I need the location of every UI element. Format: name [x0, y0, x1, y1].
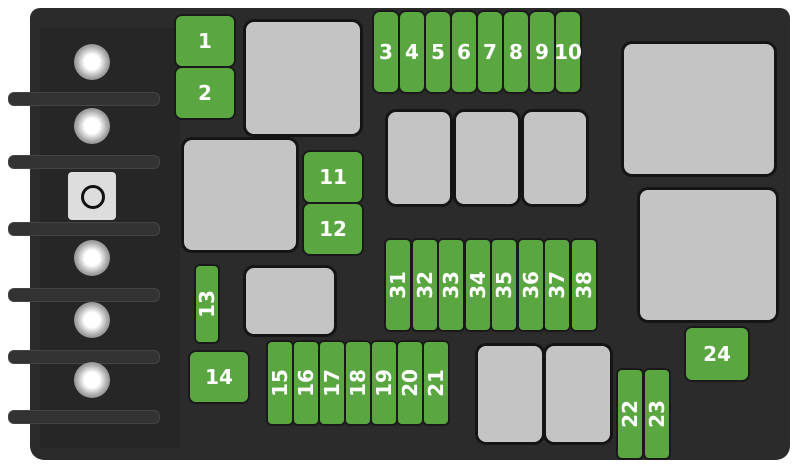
terminal-bar	[8, 288, 160, 302]
fuse-24[interactable]: 24	[686, 328, 748, 380]
fuse-label: 37	[545, 271, 569, 299]
fuse-3[interactable]: 3	[374, 12, 398, 92]
relay	[246, 22, 360, 134]
terminal-bar	[8, 410, 160, 424]
fuse-31[interactable]: 31	[386, 240, 410, 330]
terminal-bolt-icon	[74, 362, 110, 398]
fuse-label: 10	[554, 40, 582, 64]
relay	[640, 190, 776, 320]
terminal-strip	[40, 28, 180, 448]
fuse-6[interactable]: 6	[452, 12, 476, 92]
fuse-label: 1	[198, 29, 212, 53]
fuse-label: 9	[535, 40, 549, 64]
relay	[478, 346, 542, 442]
fuse-label: 11	[319, 165, 347, 189]
fuse-7[interactable]: 7	[478, 12, 502, 92]
fuse-38[interactable]: 38	[571, 240, 596, 330]
terminal-bolt-icon	[68, 172, 116, 220]
fuse-1[interactable]: 1	[176, 16, 234, 66]
relay	[184, 140, 296, 250]
fuse-label: 7	[483, 40, 497, 64]
fuse-37[interactable]: 37	[545, 240, 569, 330]
fuse-label: 36	[518, 271, 543, 299]
fuse-33[interactable]: 33	[439, 240, 463, 330]
fuse-19[interactable]: 19	[372, 342, 396, 424]
fuse-label: 17	[320, 369, 344, 397]
relay	[546, 346, 610, 442]
fuse-label: 35	[492, 271, 516, 299]
fuse-label: 24	[703, 342, 731, 366]
fuse-label: 33	[439, 271, 463, 299]
fuse-label: 14	[205, 365, 233, 389]
fuse-label: 12	[319, 217, 347, 241]
fuse-9[interactable]: 9	[530, 12, 554, 92]
fuse-label: 34	[465, 271, 490, 299]
fuse-label: 4	[405, 40, 419, 64]
terminal-bolt-icon	[74, 108, 110, 144]
fuse-label: 2	[198, 81, 212, 105]
terminal-bolt-icon	[74, 44, 110, 80]
terminal-bar	[8, 92, 160, 106]
fuse-32[interactable]: 32	[412, 240, 437, 330]
fuse-21[interactable]: 21	[424, 342, 448, 424]
terminal-bar	[8, 222, 160, 236]
relay	[246, 268, 334, 334]
fuse-label: 13	[195, 290, 219, 318]
fuse-5[interactable]: 5	[426, 12, 450, 92]
fuse-label: 16	[294, 369, 318, 397]
fuse-23[interactable]: 23	[645, 370, 669, 458]
fuse-label: 5	[431, 40, 445, 64]
fuse-18[interactable]: 18	[346, 342, 370, 424]
fuse-4[interactable]: 4	[400, 12, 424, 92]
fuse-15[interactable]: 15	[268, 342, 292, 424]
fuse-label: 3	[379, 40, 393, 64]
fuse-label: 21	[424, 369, 448, 397]
fuse-13[interactable]: 13	[195, 266, 219, 342]
fuse-label: 22	[618, 400, 642, 428]
relay	[624, 44, 774, 174]
fuse-label: 18	[346, 369, 370, 397]
fuse-2[interactable]: 2	[176, 68, 234, 118]
fuse-label: 32	[412, 271, 437, 299]
fuse-label: 6	[457, 40, 471, 64]
fuse-11[interactable]: 11	[304, 152, 362, 202]
fuse-label: 8	[509, 40, 523, 64]
fuse-label: 20	[398, 369, 422, 397]
fuse-12[interactable]: 12	[304, 204, 362, 254]
fuse-34[interactable]: 34	[465, 240, 490, 330]
fuse-20[interactable]: 20	[398, 342, 422, 424]
terminal-bolt-icon	[74, 240, 110, 276]
fuse-16[interactable]: 16	[294, 342, 318, 424]
fuse-8[interactable]: 8	[504, 12, 528, 92]
fuse-10[interactable]: 10	[554, 12, 582, 92]
terminal-bar	[8, 350, 160, 364]
fuse-22[interactable]: 22	[618, 370, 642, 458]
fuse-36[interactable]: 36	[518, 240, 543, 330]
fuse-label: 31	[386, 271, 410, 299]
fuse-14[interactable]: 14	[190, 352, 248, 402]
relay	[456, 112, 518, 204]
terminal-bolt-icon	[74, 302, 110, 338]
fuse-label: 23	[645, 400, 669, 428]
fuse-label: 38	[571, 271, 596, 299]
fuse-17[interactable]: 17	[320, 342, 344, 424]
terminal-bar	[8, 155, 160, 169]
fuse-label: 19	[372, 369, 396, 397]
fuse-label: 15	[268, 369, 292, 397]
relay	[524, 112, 586, 204]
relay	[388, 112, 450, 204]
fuse-35[interactable]: 35	[492, 240, 516, 330]
